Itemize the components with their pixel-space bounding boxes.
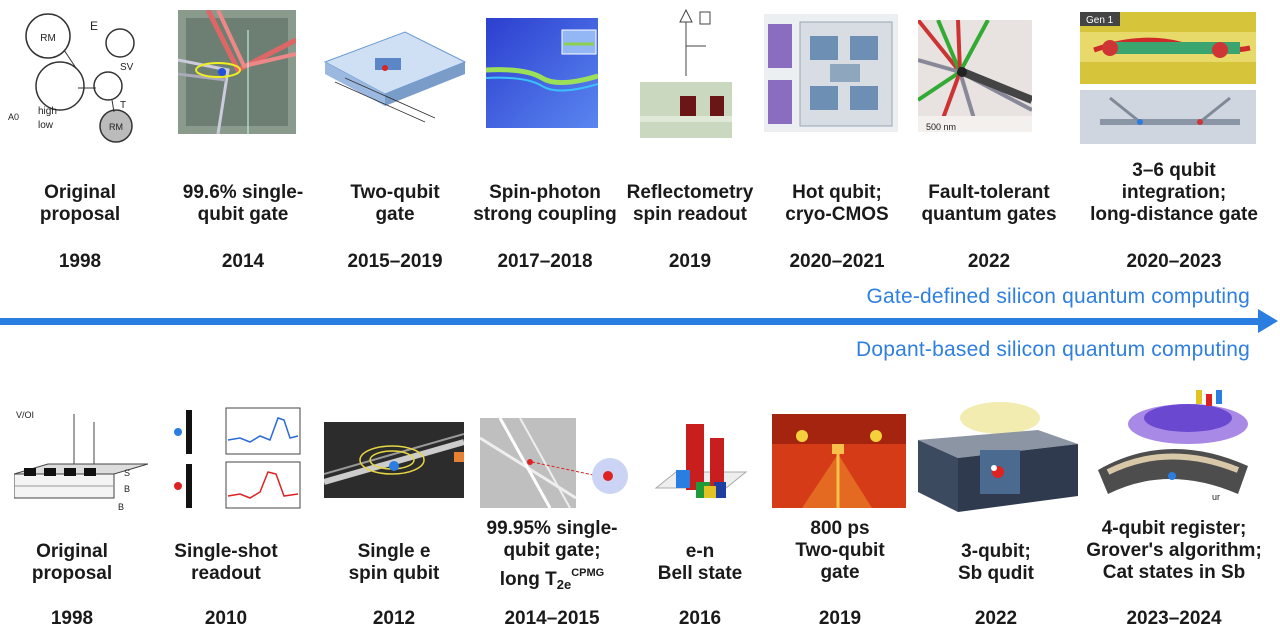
scale-bar-500nm: 500 nm [926,122,956,132]
dopant-year: 2016 [678,608,722,629]
gate-year: 2017–2018 [497,251,593,272]
gate-year: 2015–2019 [347,251,443,272]
sketch-label-rm: RM [40,33,56,44]
dopant-track-title: Dopant-based silicon quantum computing [856,338,1250,361]
sketch-label-b-2: B [118,502,124,512]
gate-track-title: Gate-defined silicon quantum computing [866,285,1250,308]
sketch-label-low: low [38,120,54,131]
gate-year: 1998 [58,251,102,272]
dopant-year: 2019 [818,608,862,629]
sketch-label-high: high [38,106,57,117]
dopant-year: 2022 [974,608,1018,629]
sketch-label-t: T [120,100,126,111]
gate-thumb-reflectometry [640,6,732,138]
gate-thumb-fault-tolerant: 500 nm [918,20,1032,132]
dopant-thumb-register: ur [1088,390,1260,514]
dopant-year: 2014–2015 [504,608,600,629]
dopant-label-2014-2015: 99.95% single-qubit gate;long T2eCPMG [486,518,618,592]
dopant-thumb-proposal: V/OI B S B [14,404,148,516]
dopant-thumb-single-spin [324,422,464,498]
gate-year: 2014 [221,251,265,272]
dopant-thumb-single-qubit-gate [480,418,630,508]
gate-thumb-single-qubit-device [178,10,296,134]
gate-track: RM E SV T high low RM A0 [0,0,1280,300]
gate-thumb-qubit-array: Gen 1 [1080,12,1256,144]
cpmg-superscript: CPMG [571,567,605,579]
sketch-label-rm-2: RM [109,122,123,132]
gen1-label: Gen 1 [1086,15,1114,26]
t2e-subscript: 2e [556,577,572,592]
timeline-arrow [0,318,1262,325]
gate-thumb-two-qubit-device [315,22,467,128]
dopant-year: 2023–2024 [1126,608,1222,629]
sketch-label-s: S [124,468,130,478]
sketch-label-e: E [90,19,98,33]
pulse-label: ur [1212,492,1220,502]
timeline-arrowhead [1258,309,1278,333]
gate-thumb-spin-photon [486,18,598,128]
gate-thumb-hot-qubit [764,14,898,132]
gate-thumb-proposal: RM E SV T high low RM A0 [8,13,135,143]
sketch-label-a0: A0 [8,112,19,122]
gate-year: 2022 [967,251,1011,272]
dopant-thumb-single-shot [160,406,302,512]
dopant-label-2022: 3-qubit;Sb qudit [958,541,1034,584]
gate-year: 2020–2023 [1126,251,1222,272]
dopant-thumb-qudit [918,400,1078,512]
dopant-thumb-bell-state [646,408,756,514]
gate-label-2020-2021: Hot qubit;cryo-CMOS [785,182,889,225]
gate-year: 2019 [668,251,712,272]
dopant-year: 2012 [372,608,416,629]
sketch-label-b: B [124,484,130,494]
gate-label-2014: 99.6% single-qubit gate [182,182,304,225]
sketch-label-sv: SV [120,62,134,73]
dopant-year: 2010 [204,608,248,629]
dopant-year: 1998 [50,608,94,629]
dopant-thumb-two-qubit-gate [772,414,906,508]
sketch-label-voi: V/OI [16,410,34,420]
dopant-label-2023-2024: 4-qubit register;Grover's algorithm;Cat … [1086,518,1262,583]
gate-year: 2020–2021 [789,251,885,272]
